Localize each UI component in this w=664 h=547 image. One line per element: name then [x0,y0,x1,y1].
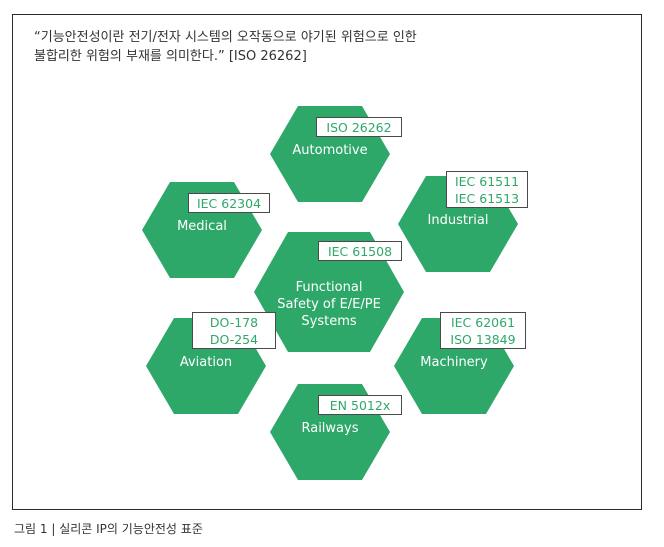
standard-iec-61508: IEC 61508 [327,244,393,259]
standard-iec-62061: IEC 62061 [450,315,516,330]
standard-iec-62304: IEC 62304 [196,196,262,211]
hex-label-automotive: Automotive [292,143,368,158]
center-label-line-1: Functional [295,280,363,295]
hex-functional-safety [254,232,404,352]
hex-label-machinery: Machinery [420,355,488,370]
standard-do-254: DO-254 [209,332,259,347]
figure-caption: 그림 1 | 실리콘 IP의 기능안전성 표준 [14,522,203,536]
quote-line-2: 불합리한 위험의 부재를 의미한다.” [ISO 26262] [34,49,307,64]
standard-box-automotive: ISO 26262 [316,117,402,137]
standard-iso-26262: ISO 26262 [326,120,392,135]
hex-label-medical: Medical [177,219,227,234]
quote-line-1: “기능안전성이란 전기/전자 시스템의 오작동으로 야기된 위험으로 인한 [34,30,417,45]
standard-en-5012x: EN 5012x [329,398,391,413]
hexagon-shape [254,232,404,352]
center-label-line-2: Safety of E/E/PE [277,297,381,312]
standard-box-functional-safety: IEC 61508 [318,241,402,261]
definition-quote: “기능안전성이란 전기/전자 시스템의 오작동으로 야기된 위험으로 인한 불합… [34,28,594,66]
hex-label-industrial: Industrial [427,213,489,228]
standard-iec-61511: IEC 61511 [454,174,520,189]
standard-iec-61513: IEC 61513 [454,191,520,206]
standard-do-178: DO-178 [209,315,259,330]
standard-box-industrial: IEC 61511 IEC 61513 [446,171,528,208]
center-label-line-3: Systems [301,314,357,329]
hex-label-railways: Railways [301,421,359,436]
standard-box-aviation: DO-178 DO-254 [192,312,276,349]
standard-iso-13849: ISO 13849 [450,332,516,347]
hex-label-functional-safety: Functional Safety of E/E/PE Systems [254,279,404,330]
standard-box-medical: IEC 62304 [188,193,270,213]
hex-label-aviation: Aviation [179,355,233,370]
standard-box-railways: EN 5012x [318,395,402,415]
standard-box-machinery: IEC 62061 ISO 13849 [440,312,526,349]
